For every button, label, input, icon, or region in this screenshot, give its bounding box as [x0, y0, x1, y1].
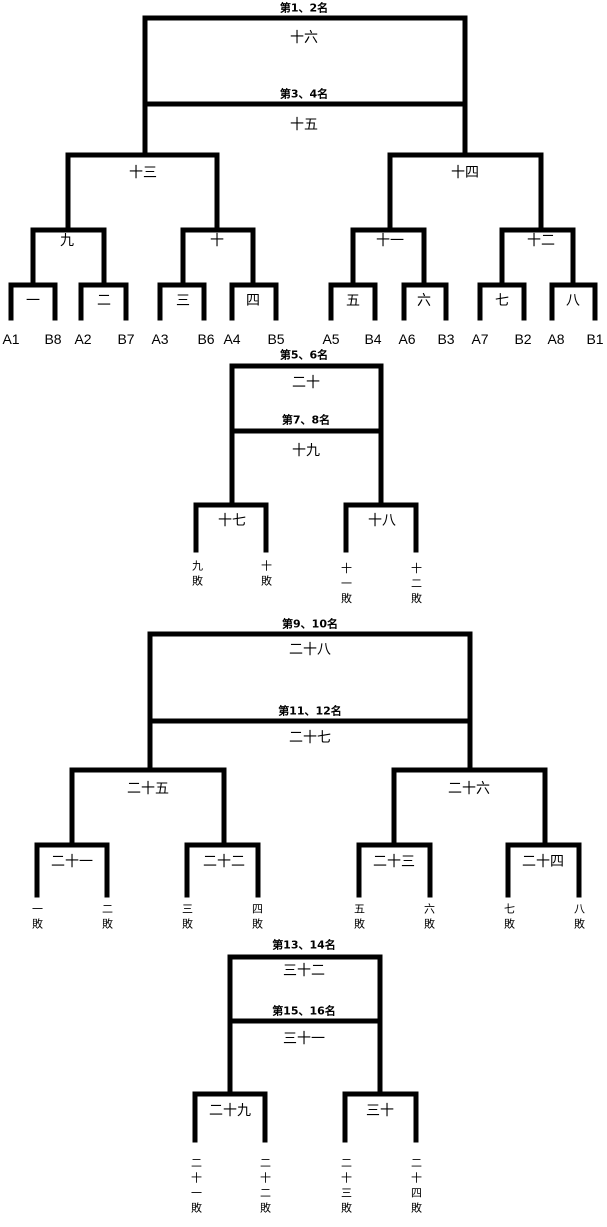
- match-24-label: 二十四: [522, 854, 564, 870]
- loser-match-11: 十一敗: [339, 562, 353, 608]
- loser-match-10: 十敗: [259, 560, 273, 590]
- seed-b6: B6: [197, 331, 215, 347]
- title-places-15-16: 第15、16名: [272, 1004, 336, 1018]
- title-places-13-14: 第13、14名: [272, 938, 336, 952]
- match-6-label: 六: [417, 293, 431, 309]
- match-20-label: 二十: [292, 375, 320, 391]
- title-places-5-6: 第5、6名: [279, 348, 329, 362]
- match-29-label: 二十九: [209, 1103, 251, 1119]
- title-places-1-2: 第1、2名: [279, 1, 329, 15]
- title-places-7-8: 第7、8名: [281, 413, 331, 427]
- match-10-label: 十: [210, 233, 224, 249]
- match-26-label: 二十六: [448, 781, 490, 797]
- match-15-label: 十五: [290, 117, 318, 133]
- loser-match-2: 二敗: [100, 903, 114, 933]
- seed-b5: B5: [267, 331, 285, 347]
- match-31-label: 三十一: [283, 1031, 325, 1047]
- match-1-label: 一: [26, 293, 40, 309]
- loser-match-21: 二十一敗: [189, 1157, 203, 1217]
- match-18-label: 十八: [368, 513, 396, 529]
- match-27-label: 二十七: [289, 730, 331, 746]
- seed-b7: B7: [117, 331, 135, 347]
- match-21-label: 二十一: [51, 854, 93, 870]
- seed-a5: A5: [322, 331, 340, 347]
- loser-match-1: 一敗: [30, 903, 44, 933]
- loser-match-4: 四敗: [250, 903, 264, 933]
- match-25-label: 二十五: [127, 781, 169, 797]
- match-14-label: 十四: [451, 165, 479, 181]
- match-30-label: 三十: [366, 1103, 394, 1119]
- match-8-label: 八: [566, 293, 580, 309]
- match-9-label: 九: [60, 233, 74, 249]
- loser-match-8: 八敗: [572, 903, 586, 933]
- match-23-label: 二十三: [373, 854, 415, 870]
- seed-b1: B1: [586, 331, 604, 347]
- loser-match-3: 三敗: [180, 903, 194, 933]
- seed-a6: A6: [398, 331, 416, 347]
- match-5-label: 五: [346, 293, 360, 309]
- match-19-label: 十九: [292, 443, 320, 459]
- seed-b8: B8: [44, 331, 62, 347]
- loser-match-23: 二十三敗: [339, 1157, 353, 1217]
- loser-match-9: 九敗: [190, 560, 204, 590]
- loser-match-6: 六敗: [422, 903, 436, 933]
- match-4-label: 四: [246, 293, 260, 309]
- match-2-label: 二: [97, 293, 111, 309]
- seed-a3: A3: [151, 331, 169, 347]
- title-places-9-10: 第9、10名: [282, 617, 338, 631]
- loser-match-5: 五敗: [352, 903, 366, 933]
- title-places-11-12: 第11、12名: [278, 704, 342, 718]
- seed-a8: A8: [547, 331, 565, 347]
- seed-a4: A4: [223, 331, 241, 347]
- seed-b2: B2: [514, 331, 532, 347]
- loser-match-12: 十二敗: [409, 562, 423, 608]
- seed-a1: A1: [2, 331, 20, 347]
- match-32-label: 三十二: [283, 963, 325, 979]
- loser-match-7: 七敗: [502, 903, 516, 933]
- match-7-label: 七: [495, 293, 509, 309]
- match-28-label: 二十八: [289, 642, 331, 658]
- seed-b3: B3: [437, 331, 455, 347]
- match-11-label: 十一: [376, 233, 404, 249]
- loser-match-22: 二十二敗: [258, 1157, 272, 1217]
- title-places-3-4: 第3、4名: [279, 87, 329, 101]
- seed-a2: A2: [74, 331, 92, 347]
- seed-b4: B4: [364, 331, 382, 347]
- seed-a7: A7: [471, 331, 489, 347]
- match-13-label: 十三: [129, 165, 157, 181]
- match-12-label: 十二: [527, 233, 555, 249]
- match-17-label: 十七: [218, 513, 246, 529]
- match-22-label: 二十二: [203, 854, 245, 870]
- match-16-label: 十六: [290, 30, 318, 46]
- match-3-label: 三: [176, 293, 190, 309]
- loser-match-24: 二十四敗: [409, 1157, 423, 1217]
